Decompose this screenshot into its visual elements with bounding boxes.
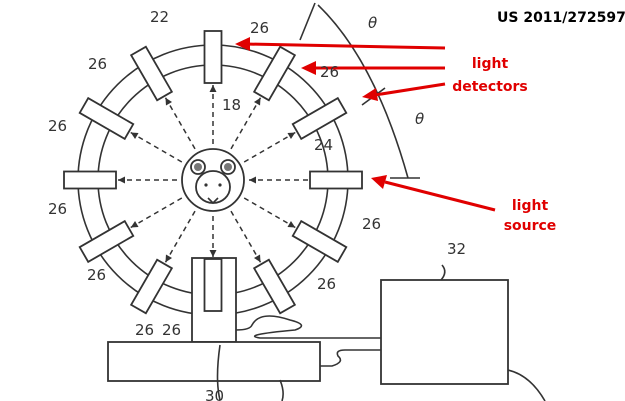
label-light-detectors-2: detectors xyxy=(452,79,528,95)
label-light-source-2: source xyxy=(504,218,557,234)
ray-arrowhead xyxy=(118,177,125,184)
light-ray xyxy=(131,198,182,228)
ref-32: 32 xyxy=(447,240,466,258)
ref-22: 22 xyxy=(150,8,169,26)
light-ray xyxy=(131,133,182,163)
ref-26: 26 xyxy=(250,19,269,37)
ref-18: 18 xyxy=(222,96,241,114)
ref-26: 26 xyxy=(162,321,181,339)
ray-arrowhead xyxy=(131,133,139,140)
ref-30: 30 xyxy=(205,387,224,401)
ray-arrowhead xyxy=(249,177,256,184)
ref-26: 26 xyxy=(48,117,67,135)
ref-26: 26 xyxy=(48,200,67,218)
ref-26: 26 xyxy=(320,63,339,81)
light-detector xyxy=(80,221,134,262)
controller-box xyxy=(381,280,508,384)
light-detector xyxy=(293,98,347,139)
mouse-subject xyxy=(182,149,244,211)
light-detector xyxy=(80,98,134,139)
light-detector xyxy=(205,259,222,311)
ref-26: 26 xyxy=(87,266,106,284)
ray-arrowhead xyxy=(210,250,217,257)
light-ray xyxy=(231,211,261,262)
light-detector xyxy=(254,260,295,314)
ref-24: 24 xyxy=(314,136,333,154)
ray-arrowhead xyxy=(166,254,173,262)
ref-26: 26 xyxy=(88,55,107,73)
ref-26: 26 xyxy=(135,321,154,339)
angle-theta-1: θ xyxy=(368,14,377,32)
light-detector xyxy=(131,260,172,314)
light-detector xyxy=(64,172,116,189)
ref-26: 26 xyxy=(317,275,336,293)
light-detector xyxy=(205,31,222,83)
light-source xyxy=(310,172,362,189)
ray-arrowhead xyxy=(254,254,261,262)
ref-26: 26 xyxy=(362,215,381,233)
light-ray xyxy=(166,98,196,149)
ray-arrowhead xyxy=(287,133,295,140)
light-ray xyxy=(244,198,295,228)
label-light-detectors-1: light xyxy=(472,56,509,72)
light-detector xyxy=(254,47,295,101)
light-ray xyxy=(166,211,196,262)
light-detector xyxy=(131,47,172,101)
ray-arrowhead xyxy=(166,98,173,106)
patent-number: US 2011/272597 xyxy=(497,10,625,26)
light-ray xyxy=(244,133,295,163)
ray-arrowhead xyxy=(287,221,295,228)
light-detector xyxy=(293,221,347,262)
label-light-source-1: light xyxy=(512,198,549,214)
ray-arrowhead xyxy=(254,98,261,106)
base-unit xyxy=(108,342,320,381)
ray-arrowhead xyxy=(131,221,139,228)
angle-theta-2: θ xyxy=(415,110,424,128)
ray-arrowhead xyxy=(210,85,217,92)
